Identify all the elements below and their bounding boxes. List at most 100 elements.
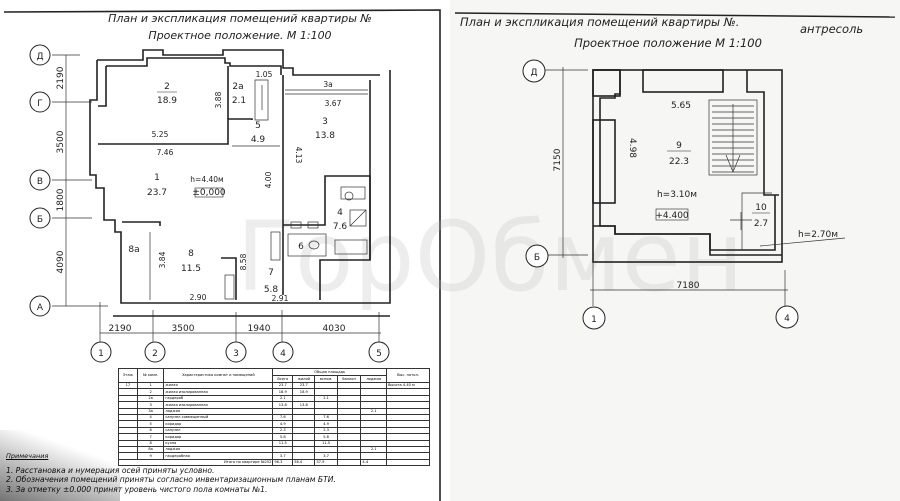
svg-text:3.67: 3.67: [325, 99, 342, 108]
cell-room-name: гардеробная: [163, 452, 274, 460]
left-subtitle: Проектное положение. М 1:100: [148, 29, 331, 42]
room-2a-area: 2.1: [232, 96, 246, 106]
cell-balcony: [336, 433, 362, 441]
svg-text:3.84: 3.84: [158, 251, 167, 268]
room-4-number: 4: [337, 208, 343, 218]
left-axis-lines: [52, 54, 381, 343]
cell-aux: [314, 401, 338, 409]
svg-text:1.05: 1.05: [256, 70, 273, 79]
cell-floor: [118, 420, 138, 428]
svg-text:5.25: 5.25: [152, 130, 169, 139]
cell-floor: [118, 401, 138, 409]
room-10-height: h=2.70м: [798, 230, 838, 240]
cell-room-name: коридор: [163, 420, 274, 428]
header-balcony: балкон: [336, 375, 362, 383]
cell-room-name: жилая изолированная: [163, 388, 274, 396]
cell-height: [385, 426, 431, 435]
cell-room-name: жилая изолированная: [163, 401, 274, 409]
cell-balcony: [336, 394, 362, 403]
room-8-area: 11.5: [181, 264, 201, 274]
svg-text:2.90: 2.90: [190, 293, 207, 302]
room-10-area: 2.7: [754, 219, 768, 229]
room-4-area: 7.6: [333, 222, 348, 232]
svg-text:3500: 3500: [56, 130, 66, 153]
cell-balcony: [336, 413, 362, 422]
svg-text:1: 1: [591, 315, 597, 325]
cell-balcony: [336, 388, 362, 396]
total-balcony: [336, 458, 362, 467]
room-3-number: 3: [322, 117, 328, 127]
room-1-area: 23.7: [147, 188, 167, 198]
svg-text:4.98: 4.98: [627, 138, 637, 158]
right-tag: антресоль: [800, 22, 863, 36]
cell-floor: [118, 407, 138, 415]
svg-text:5: 5: [376, 349, 382, 359]
svg-text:1940: 1940: [248, 324, 271, 334]
mezzanine-level-mark: +4.400: [655, 211, 689, 221]
svg-text:3500: 3500: [172, 324, 195, 334]
cell-balcony: [336, 452, 362, 460]
svg-text:2190: 2190: [56, 66, 66, 89]
room-2-number: 2: [164, 82, 170, 92]
room-1-height: h=4.40м: [190, 175, 223, 184]
svg-text:Д: Д: [530, 68, 537, 78]
cell-balcony: [336, 401, 362, 409]
room-10-number: 10: [755, 203, 767, 213]
cell-balcony: [336, 420, 362, 428]
note-3: 3. За отметку ±0.000 принят уровень чист…: [6, 484, 268, 494]
room-9-area: 22.3: [669, 157, 689, 167]
room-5-number: 5: [255, 121, 261, 131]
note-1: 1. Расстановка и нумерация осей приняты …: [6, 465, 215, 475]
cell-aux: 2.1: [314, 394, 338, 403]
room-8-number: 8: [188, 249, 194, 259]
svg-text:Б: Б: [37, 215, 43, 225]
header-height: Выс. потол.: [385, 368, 431, 383]
svg-text:Б: Б: [534, 253, 540, 263]
header-room-no: № комн.: [136, 368, 165, 383]
cell-room-name: жилая: [163, 381, 274, 390]
cell-height: [385, 394, 431, 403]
cell-room-name: санузел совмещенный: [163, 413, 274, 422]
cell-aux: 2.3: [314, 426, 338, 435]
notes: Примечания 1. Расстановка и нумерация ос…: [6, 452, 446, 494]
cell-balcony: [336, 445, 362, 454]
svg-text:1800: 1800: [56, 188, 66, 211]
svg-text:5.65: 5.65: [671, 101, 691, 111]
cell-height: [385, 445, 431, 454]
left-room-labels: 2 18.9 2а 2.1 1.05 3.88 3а 3.67 3 13.8 5…: [128, 70, 347, 303]
room-3-area: 13.8: [315, 131, 335, 141]
svg-text:Д: Д: [36, 52, 43, 62]
room-9-number: 9: [676, 141, 682, 151]
right-title: План и экспликация помещений квартиры №.: [460, 15, 739, 29]
right-sheet: [450, 0, 900, 501]
svg-text:7150: 7150: [553, 148, 563, 171]
room-2-area: 18.9: [157, 96, 177, 106]
left-title: План и экспликация помещений квартиры №: [108, 12, 372, 25]
room-8a-number: 8а: [128, 245, 139, 255]
cell-aux: 3.7: [314, 452, 338, 460]
svg-text:2: 2: [152, 349, 158, 359]
cell-room-name: коридор: [163, 433, 274, 441]
cell-height: Высота 4.40 м: [385, 381, 431, 390]
cell-balcony: [336, 407, 362, 415]
svg-text:2190: 2190: [109, 324, 132, 334]
cell-aux: 11.5: [314, 439, 338, 447]
svg-text:В: В: [37, 177, 43, 187]
cell-balcony: [336, 439, 362, 447]
right-axis-lines: [545, 67, 788, 306]
svg-text:3: 3: [233, 349, 239, 359]
left-col-axis-markers: 1 2 3 4 5: [90, 341, 390, 363]
svg-text:4: 4: [280, 349, 286, 359]
watermark: ГорОбмен: [236, 201, 743, 313]
cell-aux: 5.8: [314, 433, 338, 441]
cell-height: [385, 433, 431, 441]
right-sheet-frame: [454, 12, 896, 18]
cell-aux: [314, 445, 338, 454]
